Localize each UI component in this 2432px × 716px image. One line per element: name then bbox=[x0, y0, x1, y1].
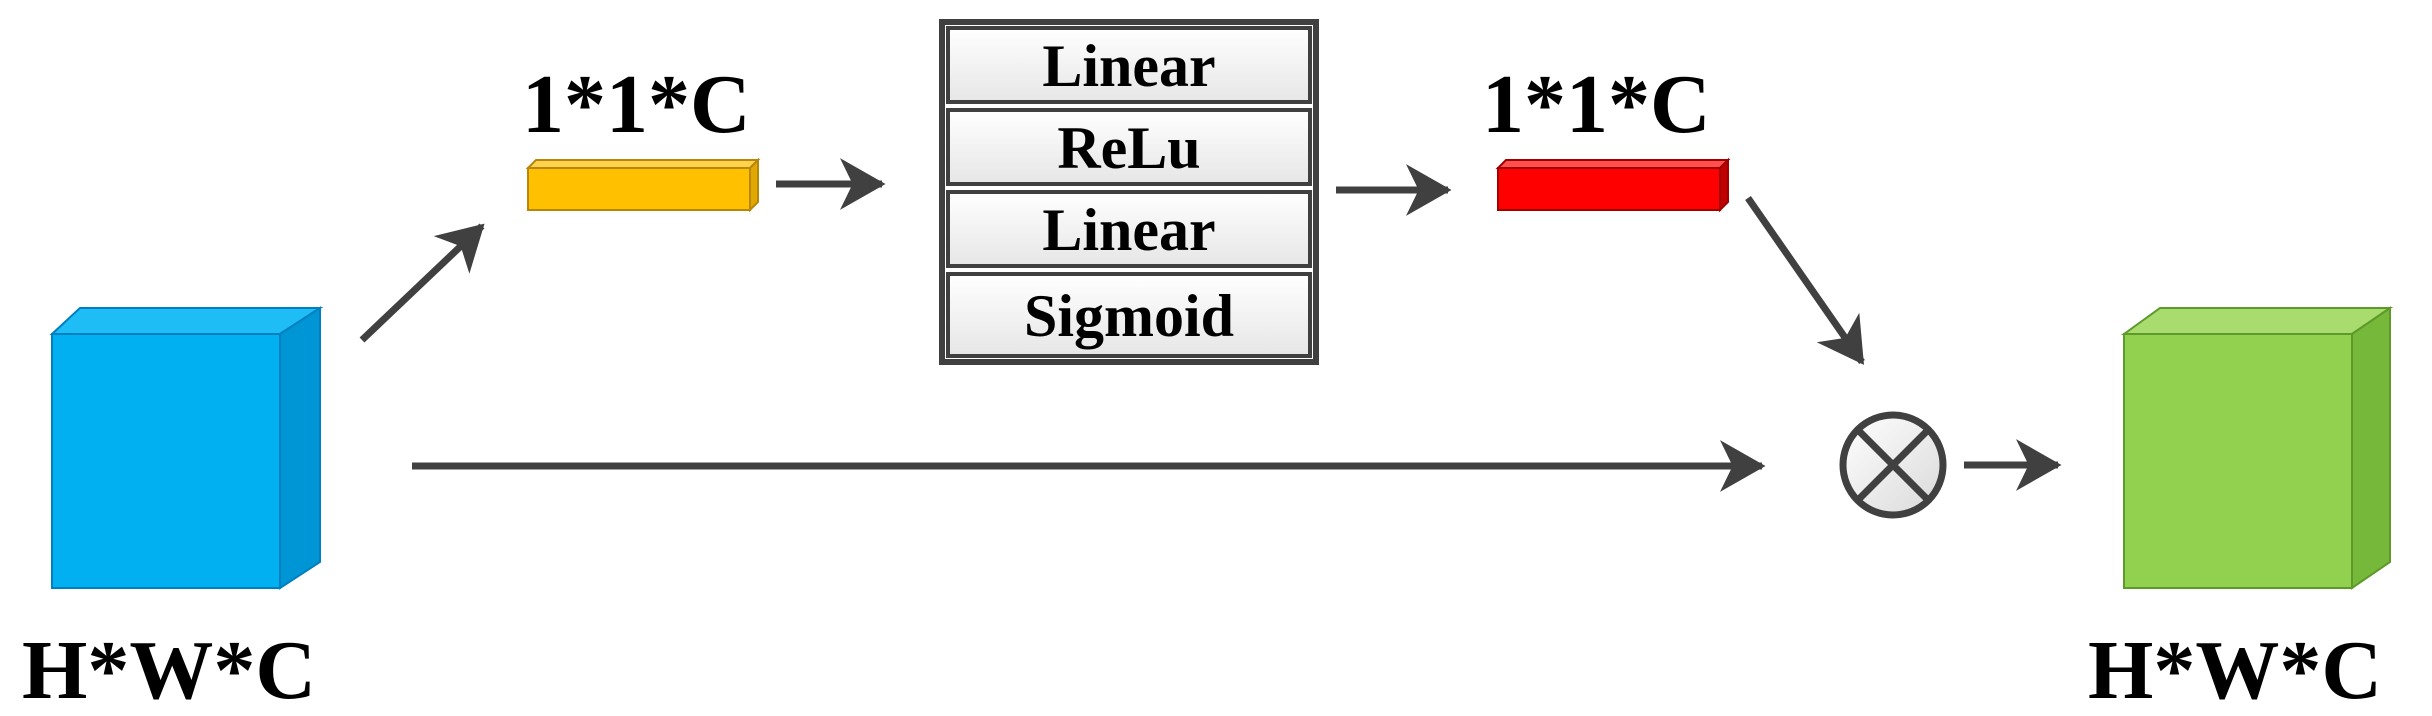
input-cube-top bbox=[49, 307, 324, 335]
pooled-vector-top bbox=[525, 159, 761, 169]
layer-box-sigmoid bbox=[946, 272, 1312, 358]
arrow-weights-to-multiply bbox=[1745, 196, 1865, 365]
layer-label-sigmoid: Sigmoid bbox=[1024, 283, 1234, 349]
weights-vector-top bbox=[1495, 159, 1731, 169]
output-cube-front bbox=[2123, 333, 2353, 589]
excitation-stack: Linear ReLu Linear Sigmoid bbox=[939, 19, 1319, 365]
layer-label-relu: ReLu bbox=[1057, 115, 1200, 181]
pooled-vector-front bbox=[527, 167, 751, 211]
pooled-vector-side bbox=[749, 157, 759, 213]
pooled-vector bbox=[525, 157, 761, 213]
multiply-operator-icon bbox=[1839, 411, 1947, 519]
weights-vector bbox=[1495, 157, 1731, 213]
layer-box-relu bbox=[946, 108, 1312, 186]
input-shape-label: H*W*C bbox=[22, 624, 316, 716]
input-cube-front bbox=[51, 333, 281, 589]
arrow-input-to-pooled bbox=[359, 223, 485, 343]
input-cube bbox=[49, 306, 324, 590]
output-cube-top bbox=[2120, 307, 2394, 335]
weights-shape-label: 1*1*C bbox=[1482, 58, 1711, 151]
output-cube-side bbox=[2351, 306, 2391, 590]
output-shape-label: H*W*C bbox=[2088, 624, 2382, 716]
pooled-shape-label: 1*1*C bbox=[522, 58, 751, 151]
layer-label-linear-2: Linear bbox=[1042, 197, 1215, 263]
output-cube bbox=[2120, 306, 2394, 590]
layer-box-linear-2 bbox=[946, 190, 1312, 268]
weights-vector-side bbox=[1719, 157, 1729, 213]
layer-label-linear-1: Linear bbox=[1042, 33, 1215, 99]
weights-vector-front bbox=[1497, 167, 1721, 211]
input-cube-side bbox=[279, 306, 321, 590]
layer-box-linear-1 bbox=[946, 26, 1312, 104]
